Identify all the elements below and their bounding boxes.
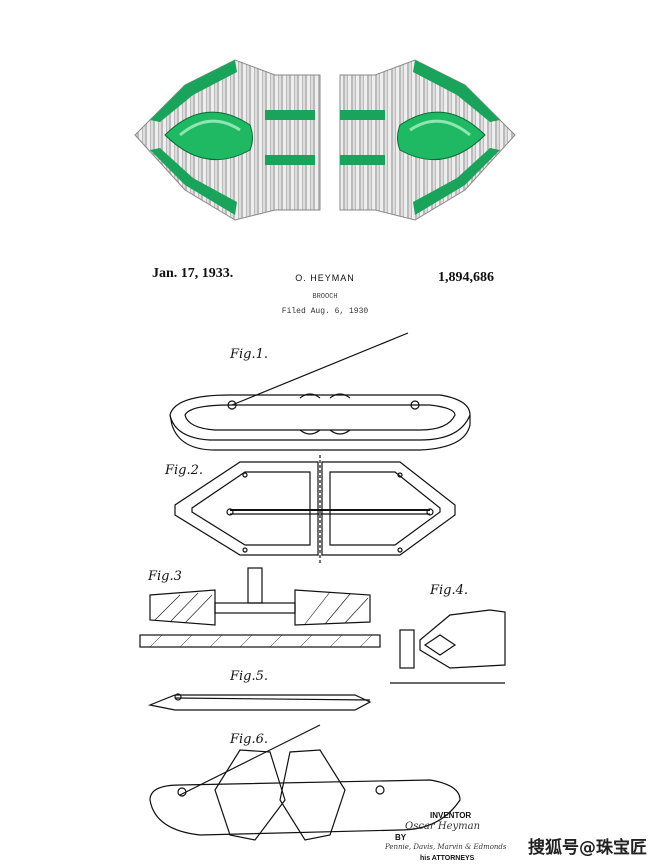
patent-drawings: Fig.1. Fig.2. Fig.3 Fig.4. — [139, 332, 506, 841]
figure-3-label: Fig.3 — [147, 569, 182, 584]
figure-4-label: Fig.4. — [429, 583, 468, 598]
figure-1-drawing: Fig.1. — [169, 332, 471, 451]
figure-2-label: Fig.2. — [164, 463, 203, 478]
brooch-right-clip — [339, 59, 516, 221]
inventor-label: INVENTOR — [430, 811, 472, 820]
figure-1-label: Fig.1. — [229, 347, 268, 362]
patent-title: BROOCH — [312, 293, 338, 301]
by-label: BY — [395, 833, 407, 842]
figure-6-drawing: Fig.6. — [149, 724, 461, 841]
figure-2-drawing: Fig.2. — [164, 455, 456, 565]
patent-date: Jan. 17, 1933. — [152, 266, 234, 281]
filed-date: Filed Aug. 6, 1930 — [281, 307, 369, 316]
figure-4-drawing: Fig.4. — [390, 583, 506, 684]
patent-number: 1,894,686 — [438, 270, 494, 285]
attorneys-signature: Pennie, Davis, Marvin & Edmonds — [385, 843, 507, 851]
figure-6-label: Fig.6. — [229, 732, 268, 747]
inventor-signature: Oscar Heyman — [405, 821, 481, 832]
brooch-photo — [134, 59, 516, 221]
watermark: 搜狐号@珠宝匠 — [528, 838, 647, 858]
figure-5-drawing: Fig.5. — [147, 669, 372, 711]
inventor-name: O. HEYMAN — [295, 273, 355, 283]
brooch-left-clip — [134, 59, 321, 221]
attorneys-label: his ATTORNEYS — [420, 855, 475, 862]
figure-5-label: Fig.5. — [229, 669, 268, 684]
figure-3-drawing: Fig.3 — [139, 567, 381, 648]
